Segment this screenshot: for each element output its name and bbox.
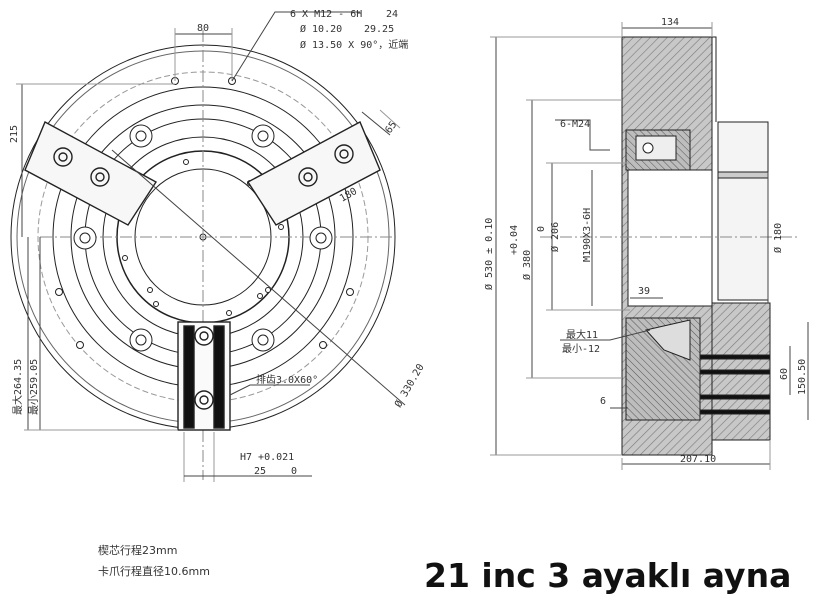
caption: 21 inc 3 ayaklı ayna xyxy=(424,556,792,595)
dim-39: 39 xyxy=(638,286,650,297)
section-view xyxy=(540,36,800,456)
tol-h7: H7 +0.021 xyxy=(240,452,294,463)
mounting-bolts xyxy=(73,124,333,352)
jaw-right xyxy=(246,121,381,226)
dim-25: 25 xyxy=(254,466,266,477)
chamfer-spec: Ø 13.50 X 90°，近端 xyxy=(300,38,408,51)
spindle-section xyxy=(717,121,769,301)
tol-zero-section: 0 xyxy=(536,226,547,232)
rim-holes xyxy=(55,77,354,349)
dim-530: Ø 530 ± 0.10 xyxy=(483,218,495,290)
jaw-max: 最大264.35 xyxy=(11,359,24,415)
dim-206: Ø 206 xyxy=(549,222,561,252)
thread-depth: 24 xyxy=(386,9,398,20)
front-view xyxy=(10,11,406,482)
tol-zero-front: 0 xyxy=(291,466,297,477)
dim-215: 215 xyxy=(9,125,20,143)
tol-plus: +0.04 xyxy=(509,225,520,255)
drill-depth: 29.25 xyxy=(364,24,394,35)
dim-330: Ø 330.20 xyxy=(392,362,426,410)
dim-207: 207.10 xyxy=(680,454,716,465)
dim-380: Ø 380 xyxy=(521,250,533,280)
tooth-note: 排齿3.0X60° xyxy=(256,373,318,386)
dim-134: 134 xyxy=(661,17,679,28)
dim-150: 150.50 xyxy=(797,359,808,395)
thread-m24: 6-M24 xyxy=(560,119,590,130)
wedge-stroke-note: 楔芯行程23mm xyxy=(98,543,177,557)
dim-180-section: Ø 180 xyxy=(772,223,784,253)
jaw-min: 最小259.05 xyxy=(28,359,40,415)
dim-60: 60 xyxy=(779,368,790,380)
jaw-bottom xyxy=(177,321,231,431)
jaw-left xyxy=(24,121,158,226)
thread-spec: 6 X M12 - 6H xyxy=(290,9,362,20)
stroke-min: 最小-12 xyxy=(562,343,600,355)
thread-m190: M190X3-6H xyxy=(582,208,593,262)
dim-80: 80 xyxy=(197,23,209,34)
jaw-stroke-note: 卡爪行程直径10.6mm xyxy=(98,564,210,578)
dim-65: 65 xyxy=(383,120,399,136)
dim-6: 6 xyxy=(600,396,606,407)
drill-spec: Ø 10.20 xyxy=(300,23,342,35)
stroke-max: 最大11 xyxy=(566,328,598,341)
